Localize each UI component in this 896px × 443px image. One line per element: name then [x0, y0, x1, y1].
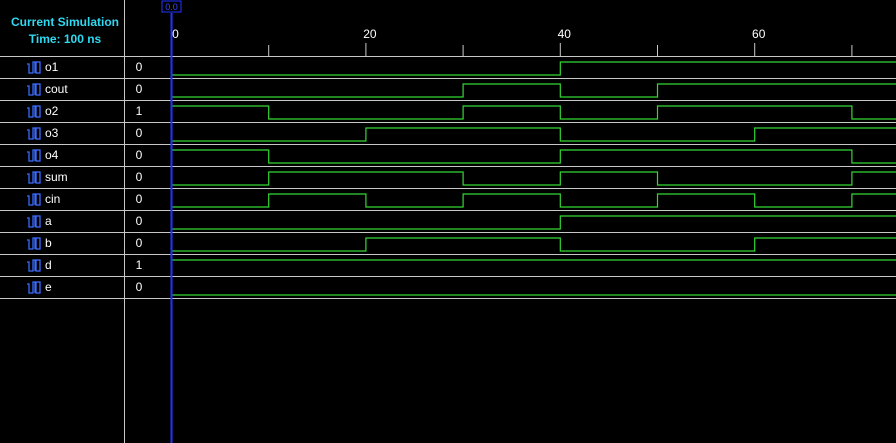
tick-label: 60: [752, 27, 766, 41]
signal-row-sum[interactable]: sum 0: [27, 170, 143, 184]
bit-signal-icon: [27, 237, 41, 250]
signal-name: sum: [45, 170, 68, 184]
bit-signal-icon: [27, 215, 41, 228]
signal-value: 0: [136, 236, 143, 250]
signal-name: cout: [45, 82, 68, 96]
bit-signal-icon: [27, 105, 41, 118]
waveform-o1[interactable]: [171, 61, 896, 76]
signal-name: e: [45, 280, 52, 294]
bit-signal-icon: [27, 127, 41, 140]
signal-value: 0: [136, 60, 143, 74]
simulation-title: Current Simulation: [11, 15, 119, 29]
waveform-o2[interactable]: [171, 105, 896, 120]
signal-name: d: [45, 258, 52, 272]
signal-name: o3: [45, 126, 59, 140]
waveform-a[interactable]: [171, 215, 896, 230]
signal-row-o1[interactable]: o1 0: [27, 60, 143, 74]
waveform-cin[interactable]: [171, 193, 896, 208]
cursor-label: 0.0: [165, 2, 178, 12]
tick-label: 0: [172, 27, 179, 41]
waveform-area[interactable]: [171, 61, 896, 296]
waveform-o3[interactable]: [171, 127, 896, 142]
waveform-o4[interactable]: [171, 149, 896, 164]
signal-name: o4: [45, 148, 59, 162]
signal-value: 0: [136, 192, 143, 206]
signal-value: 0: [136, 280, 143, 294]
signal-name: a: [45, 214, 52, 228]
signal-row-o3[interactable]: o3 0: [27, 126, 143, 140]
signal-value: 0: [136, 214, 143, 228]
signal-value: 1: [136, 258, 143, 272]
signal-row-o4[interactable]: o4 0: [27, 148, 143, 162]
signal-value: 0: [136, 148, 143, 162]
waveform-cout[interactable]: [171, 83, 896, 98]
signal-row-cout[interactable]: cout 0: [27, 82, 143, 96]
bit-signal-icon: [27, 193, 41, 206]
signal-name: o1: [45, 60, 59, 74]
bit-signal-icon: [27, 61, 41, 74]
signal-row-cin[interactable]: cin 0: [27, 192, 143, 206]
signal-value: 0: [136, 126, 143, 140]
tick-label: 20: [363, 27, 377, 41]
tick-label: 40: [558, 27, 572, 41]
signal-name: cin: [45, 192, 60, 206]
time-cursor[interactable]: 0.0: [161, 0, 182, 443]
signal-value: 0: [136, 82, 143, 96]
bit-signal-icon: [27, 83, 41, 96]
simulation-time: Time: 100 ns: [29, 32, 102, 46]
bit-signal-icon: [27, 149, 41, 162]
waveform-sum[interactable]: [171, 171, 896, 186]
bit-signal-icon: [27, 281, 41, 294]
bit-signal-icon: [27, 171, 41, 184]
signal-name: o2: [45, 104, 59, 118]
cursor-label-box[interactable]: [161, 0, 182, 13]
bit-signal-icon: [27, 259, 41, 272]
signal-row-o2[interactable]: o2 1: [27, 104, 143, 118]
waveform-b[interactable]: [171, 237, 896, 252]
signal-value: 1: [136, 104, 143, 118]
signal-name: b: [45, 236, 52, 250]
signal-value: 0: [136, 170, 143, 184]
